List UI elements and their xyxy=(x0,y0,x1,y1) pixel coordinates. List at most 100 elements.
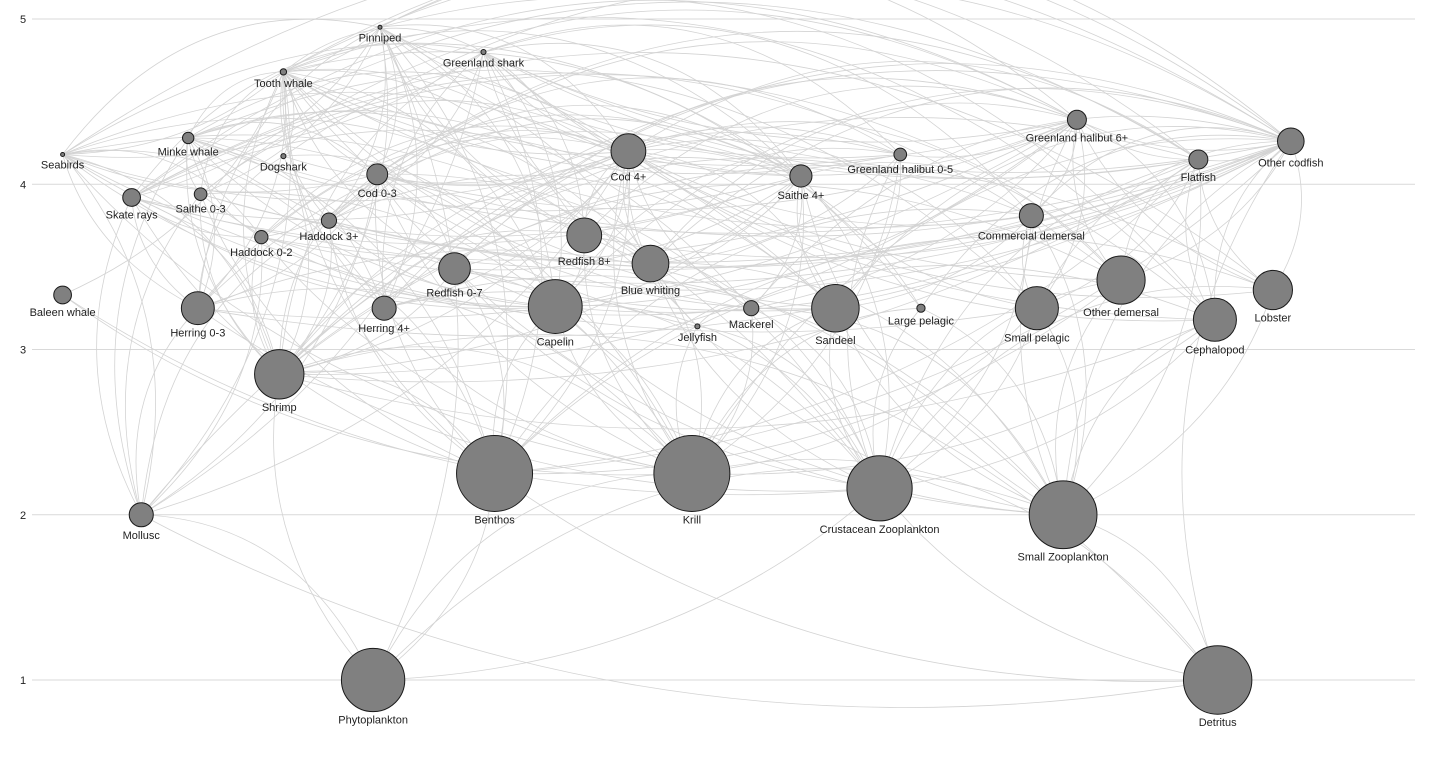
edge-large-pelagic-to-other-codfish xyxy=(920,134,1291,309)
node-label-krill: Krill xyxy=(683,514,701,526)
edge-other-codfish-to-tooth-whale xyxy=(283,0,1292,142)
node-shrimp[interactable] xyxy=(254,349,305,400)
node-pinniped[interactable] xyxy=(377,24,383,30)
node-small-pelagic[interactable] xyxy=(1014,286,1059,331)
node-baleen-whale[interactable] xyxy=(53,285,72,305)
node-herring-4[interactable] xyxy=(371,295,397,321)
node-label-capelin: Capelin xyxy=(537,336,574,348)
node-flatfish[interactable] xyxy=(1188,149,1209,170)
edge-krill-to-saithe-0-3 xyxy=(200,192,693,474)
edge-crustacean-zooplankton-to-seabirds xyxy=(62,134,880,489)
node-redfish-0-7[interactable] xyxy=(438,252,471,285)
node-commercial-demersal[interactable] xyxy=(1018,203,1044,229)
node-minke-whale[interactable] xyxy=(181,131,195,145)
edge-minke-whale-to-tooth-whale xyxy=(187,71,284,139)
edge-herring-4-to-minke-whale xyxy=(188,137,385,309)
node-label-herring-4: Herring 4+ xyxy=(358,323,410,335)
node-greenland-shark[interactable] xyxy=(480,49,487,56)
node-label-saithe-4: Saithe 4+ xyxy=(778,190,825,202)
edge-flatfish-to-greenland-halibut-6 xyxy=(1076,119,1199,160)
edge-small-zooplankton-to-lobster xyxy=(1062,289,1274,516)
edge-saithe-4-to-tooth-whale xyxy=(283,30,802,177)
node-other-demersal[interactable] xyxy=(1096,255,1146,305)
edge-sandeel-to-cod-4 xyxy=(628,150,836,309)
node-label-large-pelagic: Large pelagic xyxy=(888,315,955,327)
node-tooth-whale[interactable] xyxy=(279,68,288,76)
edge-commercial-demersal-to-cod-4 xyxy=(628,150,1032,226)
edge-mollusc-to-saithe-0-3 xyxy=(124,193,201,515)
edge-flatfish-to-greenland-shark xyxy=(483,51,1199,179)
node-lobster[interactable] xyxy=(1252,269,1293,311)
edge-skate-rays-to-cod-4 xyxy=(131,150,629,221)
node-haddock-0-2[interactable] xyxy=(254,229,269,245)
edge-skate-rays-to-saithe-4 xyxy=(131,175,802,245)
node-herring-0-3[interactable] xyxy=(180,291,215,326)
node-redfish-8[interactable] xyxy=(566,217,603,254)
edge-cephalopod-to-greenland-halibut-6 xyxy=(1076,119,1216,320)
node-crustacean-zooplankton[interactable] xyxy=(846,455,913,522)
node-skate-rays[interactable] xyxy=(122,188,141,207)
node-label-commercial-demersal: Commercial demersal xyxy=(978,231,1085,243)
edge-benthos-to-lobster xyxy=(494,236,1274,474)
node-mackerel[interactable] xyxy=(743,300,760,317)
node-haddock-3[interactable] xyxy=(320,212,338,229)
node-seabirds[interactable] xyxy=(60,152,66,158)
edge-skate-rays-to-pinniped xyxy=(131,27,381,198)
edge-commercial-demersal-to-tooth-whale xyxy=(283,71,1032,229)
edge-small-pelagic-to-other-codfish xyxy=(1036,140,1291,309)
node-detritus[interactable] xyxy=(1182,645,1253,715)
node-phytoplankton[interactable] xyxy=(340,647,406,713)
edge-baleen-whale-to-tooth-whale xyxy=(62,71,284,296)
edge-small-pelagic-to-saithe-4 xyxy=(800,175,1037,309)
edge-haddock-0-2-to-other-codfish xyxy=(261,140,1291,284)
edge-haddock-0-2-to-greenland-halibut-6 xyxy=(261,119,1078,261)
node-saithe-0-3[interactable] xyxy=(193,187,208,201)
edge-sandeel-to-greenland-halibut-0-5 xyxy=(835,154,902,309)
node-label-shrimp: Shrimp xyxy=(262,402,297,414)
edge-jellyfish-to-seabirds xyxy=(62,117,698,327)
node-blue-whiting[interactable] xyxy=(631,244,670,283)
edge-redfish-8-to-greenland-shark xyxy=(483,51,585,236)
node-small-zooplankton[interactable] xyxy=(1028,480,1098,550)
edge-saithe-0-3-to-cod-4 xyxy=(200,100,629,195)
edge-crustacean-zooplankton-to-baleen-whale xyxy=(62,294,880,496)
edge-krill-to-other-codfish xyxy=(691,138,1291,474)
edge-crustacean-zooplankton-to-cephalopod xyxy=(879,319,1216,489)
edge-greenland-halibut-0-5-to-greenland-shark xyxy=(483,24,901,155)
edge-small-zooplankton-to-large-pelagic xyxy=(920,307,1064,515)
node-greenland-halibut-0-5[interactable] xyxy=(893,147,908,162)
node-cod-0-3[interactable] xyxy=(366,163,389,186)
node-label-cod-0-3: Cod 0-3 xyxy=(358,188,397,200)
node-benthos[interactable] xyxy=(456,434,534,512)
node-cephalopod[interactable] xyxy=(1192,297,1237,342)
edge-herring-0-3-to-saithe-4 xyxy=(197,131,802,309)
node-dogshark[interactable] xyxy=(280,153,287,160)
node-label-other-demersal: Other demersal xyxy=(1083,307,1159,319)
node-label-blue-whiting: Blue whiting xyxy=(621,285,680,297)
edge-cod-0-3-to-seabirds xyxy=(62,154,378,193)
edge-crustacean-zooplankton-to-small-pelagic xyxy=(879,308,1038,489)
node-label-minke-whale: Minke whale xyxy=(158,147,219,159)
edge-sandeel-to-tooth-whale xyxy=(283,71,836,309)
edge-greenland-halibut-6-to-pinniped xyxy=(379,0,1078,121)
edge-skate-rays-to-greenland-halibut-6 xyxy=(131,0,1078,198)
node-mollusc[interactable] xyxy=(128,502,154,528)
node-other-codfish[interactable] xyxy=(1277,127,1305,156)
edge-skate-rays-to-other-codfish xyxy=(131,140,1291,271)
edge-blue-whiting-to-other-codfish xyxy=(650,87,1291,264)
node-krill[interactable] xyxy=(653,434,731,512)
edge-small-zooplankton-to-other-demersal xyxy=(1055,279,1122,515)
node-label-pinniped: Pinniped xyxy=(359,32,402,44)
node-large-pelagic[interactable] xyxy=(916,303,926,313)
edge-other-codfish-to-minke-whale xyxy=(188,137,1291,234)
edge-shrimp-to-pinniped xyxy=(278,27,389,375)
node-capelin[interactable] xyxy=(527,279,583,334)
node-saithe-4[interactable] xyxy=(789,164,813,188)
edge-shrimp-to-flatfish xyxy=(279,159,1199,383)
edge-small-pelagic-to-flatfish xyxy=(1036,159,1199,309)
node-sandeel[interactable] xyxy=(811,283,860,333)
edge-herring-0-3-to-cod-4 xyxy=(197,136,629,309)
node-greenland-halibut-6[interactable] xyxy=(1066,109,1087,130)
node-cod-4[interactable] xyxy=(610,133,647,170)
node-jellyfish[interactable] xyxy=(694,323,701,330)
